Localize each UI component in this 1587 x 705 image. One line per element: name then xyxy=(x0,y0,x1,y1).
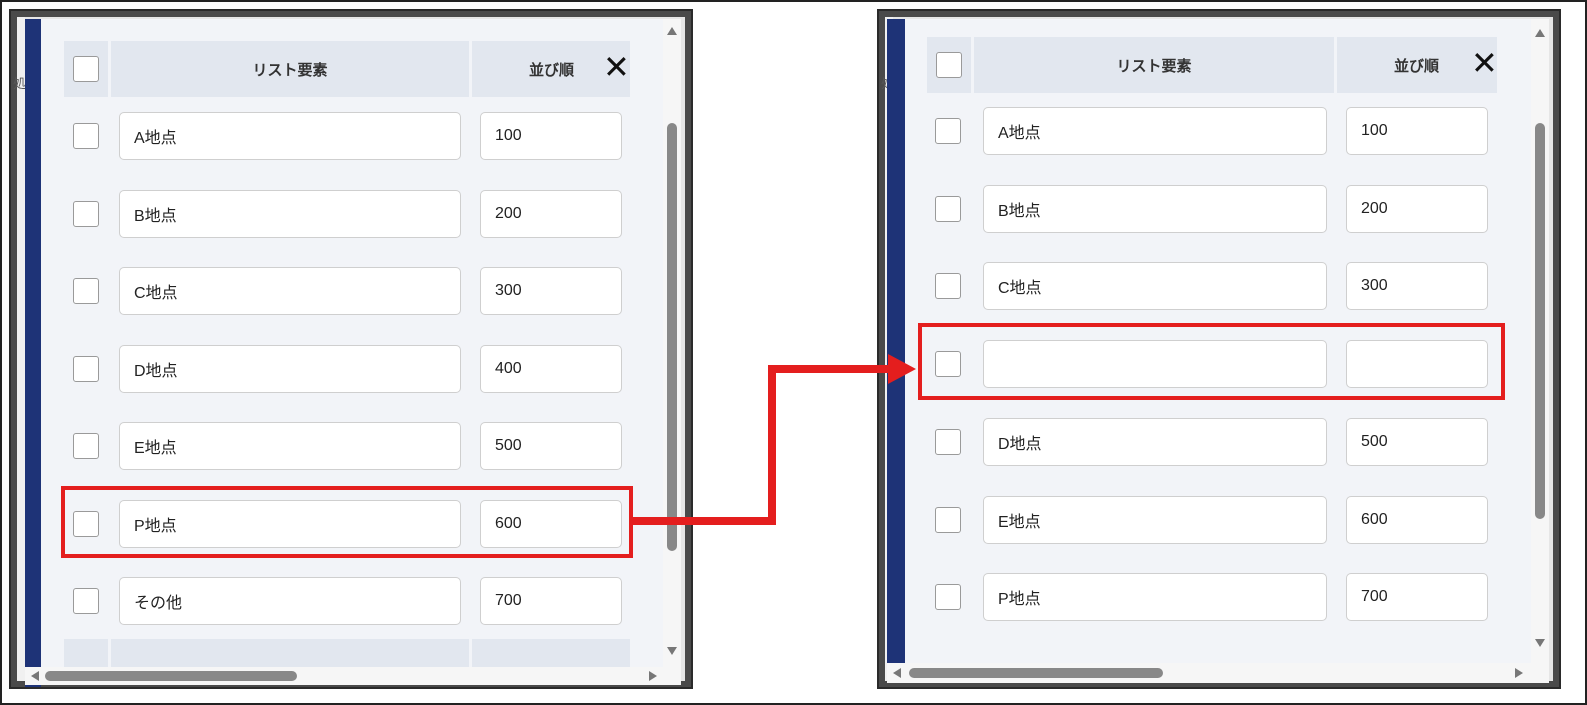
list-element-input[interactable]: A地点 xyxy=(119,112,461,160)
sort-order-input[interactable] xyxy=(1346,340,1488,389)
header-sort-order-label: 並び順 xyxy=(529,61,575,79)
vertical-scroll-thumb[interactable] xyxy=(1535,123,1545,519)
row-checkbox[interactable] xyxy=(73,433,99,459)
header-list-element: リスト要素 xyxy=(111,41,469,97)
list-element-input[interactable]: C地点 xyxy=(983,262,1327,311)
list-element-input[interactable]: E地点 xyxy=(119,422,461,470)
row-checkbox[interactable] xyxy=(73,123,99,149)
list-element-input[interactable]: B地点 xyxy=(119,189,461,238)
list-element-input[interactable]: C地点 xyxy=(119,267,461,315)
close-icon[interactable]: ✕ xyxy=(603,49,630,85)
footer-cell xyxy=(472,639,630,667)
scroll-up-arrow-icon[interactable] xyxy=(1535,29,1545,37)
sort-order-input[interactable]: 500 xyxy=(1346,417,1488,466)
list-element-input[interactable]: E地点 xyxy=(983,495,1327,544)
scroll-left-arrow-icon[interactable] xyxy=(893,668,901,678)
background-page-edge xyxy=(17,17,25,681)
row-checkbox[interactable] xyxy=(73,510,99,537)
sort-order-input[interactable]: 700 xyxy=(1346,573,1488,622)
list-element-input[interactable]: A地点 xyxy=(983,107,1327,155)
row-checkbox[interactable] xyxy=(73,278,99,304)
sort-order-input[interactable]: 300 xyxy=(480,267,622,315)
highlight-box-before xyxy=(61,486,633,558)
header-checkbox-cell xyxy=(64,41,108,97)
header-sort-order: 並び順 xyxy=(1337,37,1497,93)
connector-line xyxy=(768,365,890,373)
row-checkbox[interactable] xyxy=(935,351,961,378)
header-list-element: リスト要素 xyxy=(974,37,1334,93)
scroll-up-arrow-icon[interactable] xyxy=(667,27,677,35)
row-checkbox[interactable] xyxy=(935,584,961,611)
scroll-right-arrow-icon[interactable] xyxy=(1515,668,1523,678)
select-all-checkbox[interactable] xyxy=(73,56,99,82)
row-checkbox[interactable] xyxy=(935,273,961,300)
sort-order-input[interactable]: 100 xyxy=(480,112,622,160)
row-checkbox[interactable] xyxy=(935,506,961,533)
vertical-scrollbar[interactable] xyxy=(1531,19,1549,663)
list-element-input[interactable]: D地点 xyxy=(983,417,1327,466)
header-sort-order: 並び順 xyxy=(472,41,630,97)
header-sort-order-label: 並び順 xyxy=(1394,57,1440,75)
sort-order-input[interactable]: 700 xyxy=(480,577,622,625)
footer-cell xyxy=(64,639,108,667)
scroll-right-arrow-icon[interactable] xyxy=(649,671,657,681)
row-checkbox[interactable] xyxy=(73,200,99,227)
row-checkbox[interactable] xyxy=(73,588,99,614)
row-checkbox[interactable] xyxy=(935,195,961,222)
arrow-head-icon xyxy=(888,354,916,384)
sort-order-input[interactable]: 200 xyxy=(480,189,622,238)
connector-line xyxy=(768,365,776,525)
horizontal-scrollbar[interactable] xyxy=(25,667,681,685)
connector-line xyxy=(633,517,776,525)
background-page-text: 処 xyxy=(13,76,27,91)
sort-order-input[interactable]: 400 xyxy=(480,344,622,393)
horizontal-scrollbar[interactable] xyxy=(887,663,1549,683)
panel-after: 処 リスト要素 並び順 ✕ A地点100B地点200C地点300D地点500E地… xyxy=(877,9,1561,689)
select-all-checkbox[interactable] xyxy=(936,52,962,78)
nav-strip xyxy=(25,19,41,687)
list-element-input[interactable] xyxy=(983,340,1327,389)
horizontal-scroll-thumb[interactable] xyxy=(45,671,297,681)
scroll-down-arrow-icon[interactable] xyxy=(667,647,677,655)
scroll-left-arrow-icon[interactable] xyxy=(31,671,39,681)
header-checkbox-cell xyxy=(927,37,971,93)
list-element-input[interactable]: D地点 xyxy=(119,344,461,393)
horizontal-scroll-thumb[interactable] xyxy=(909,668,1163,678)
sort-order-input[interactable]: 300 xyxy=(1346,262,1488,311)
close-icon[interactable]: ✕ xyxy=(1471,45,1498,81)
row-checkbox[interactable] xyxy=(935,118,961,144)
list-element-input[interactable]: その他 xyxy=(119,577,461,625)
footer-cell xyxy=(111,639,469,667)
row-checkbox[interactable] xyxy=(73,355,99,382)
nav-strip xyxy=(887,19,905,663)
vertical-scroll-thumb[interactable] xyxy=(667,123,677,551)
sort-order-input[interactable]: 500 xyxy=(480,422,622,470)
vertical-scrollbar[interactable] xyxy=(663,19,681,667)
sort-order-input[interactable]: 200 xyxy=(1346,184,1488,233)
scroll-down-arrow-icon[interactable] xyxy=(1535,639,1545,647)
sort-order-input[interactable]: 600 xyxy=(1346,495,1488,544)
list-element-input[interactable]: P地点 xyxy=(119,499,461,548)
list-element-input[interactable]: B地点 xyxy=(983,184,1327,233)
list-element-input[interactable]: P地点 xyxy=(983,573,1327,622)
sort-order-input[interactable]: 100 xyxy=(1346,107,1488,155)
sort-order-input[interactable]: 600 xyxy=(480,499,622,548)
highlight-box-after xyxy=(918,323,1505,400)
row-checkbox[interactable] xyxy=(935,428,961,455)
